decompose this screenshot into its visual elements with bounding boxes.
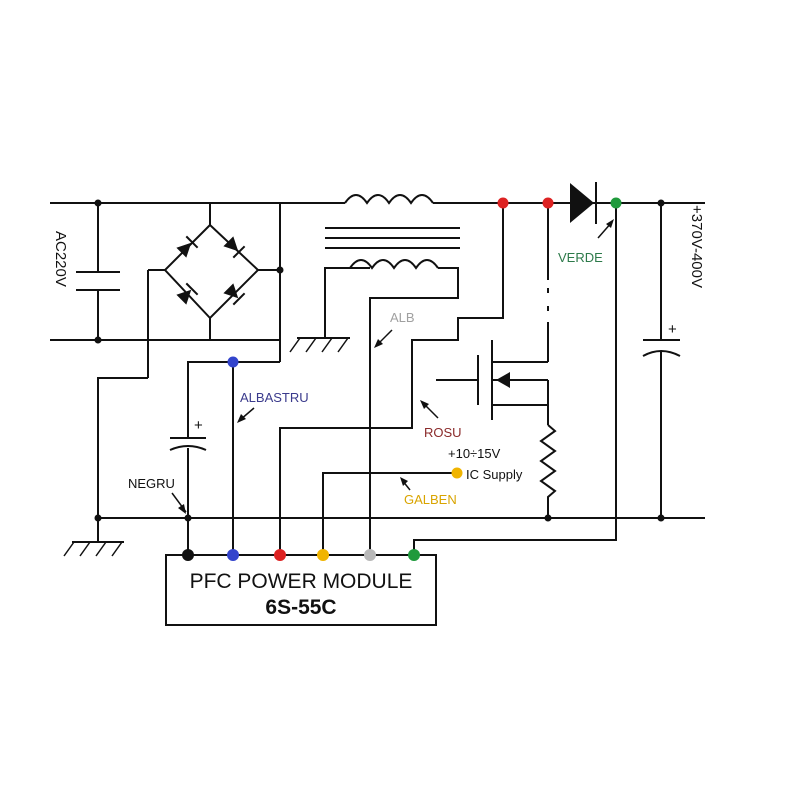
wire-labels: NEGRU ALBASTRU ALB ROSU GALBEN VERDE +10… <box>128 219 614 514</box>
pin-dots <box>182 197 622 561</box>
label-negru: NEGRU <box>128 476 175 491</box>
pin-alb <box>364 549 376 561</box>
output-voltage-label: +370V-400V <box>688 205 705 288</box>
input-voltage-label: AC220V <box>52 231 69 287</box>
ground-symbol-left <box>63 518 124 557</box>
label-galben: GALBEN <box>404 492 457 507</box>
mosfet-arrow-icon <box>496 372 510 388</box>
rectified-path: + <box>94 202 705 555</box>
pin-negru <box>182 549 194 561</box>
label-albastru: ALBASTRU <box>240 390 309 405</box>
node-albastru <box>227 356 239 368</box>
ic-supply-label: IC Supply <box>466 467 523 482</box>
node-rosu-2 <box>542 197 554 209</box>
output-cap-polarity: + <box>668 321 677 338</box>
pfc-inductor <box>325 194 705 555</box>
ground-symbol-mid <box>289 267 370 353</box>
filter-cap-polarity: + <box>194 417 203 434</box>
pin-albastru <box>227 549 239 561</box>
verde-wire <box>413 203 617 555</box>
pin-rosu <box>274 549 286 561</box>
node-rosu-1 <box>497 197 509 209</box>
module-title: PFC POWER MODULE <box>190 570 413 593</box>
node-galben <box>451 467 463 479</box>
rosu-wire <box>279 203 504 555</box>
label-alb: ALB <box>390 310 415 325</box>
bridge-rectifier <box>147 203 284 378</box>
galben-wire <box>322 472 457 555</box>
label-rosu: ROSU <box>424 425 462 440</box>
ic-supply-voltage: +10÷15V <box>448 446 501 461</box>
mosfet-switch <box>436 203 557 522</box>
output-capacitor: + +370V-400V <box>642 199 705 522</box>
output-capacitor-plate-bottom <box>642 350 681 357</box>
node-verde <box>610 197 622 209</box>
ac-input: AC220V <box>50 199 280 344</box>
pin-galben <box>317 549 329 561</box>
output-diode <box>570 182 597 224</box>
filter-capacitor-plate-bottom <box>169 445 207 451</box>
pfc-module: PFC POWER MODULE 6S-55C <box>165 554 437 626</box>
label-verde: VERDE <box>558 250 603 265</box>
module-model: 6S-55C <box>265 596 336 619</box>
pin-verde <box>408 549 420 561</box>
